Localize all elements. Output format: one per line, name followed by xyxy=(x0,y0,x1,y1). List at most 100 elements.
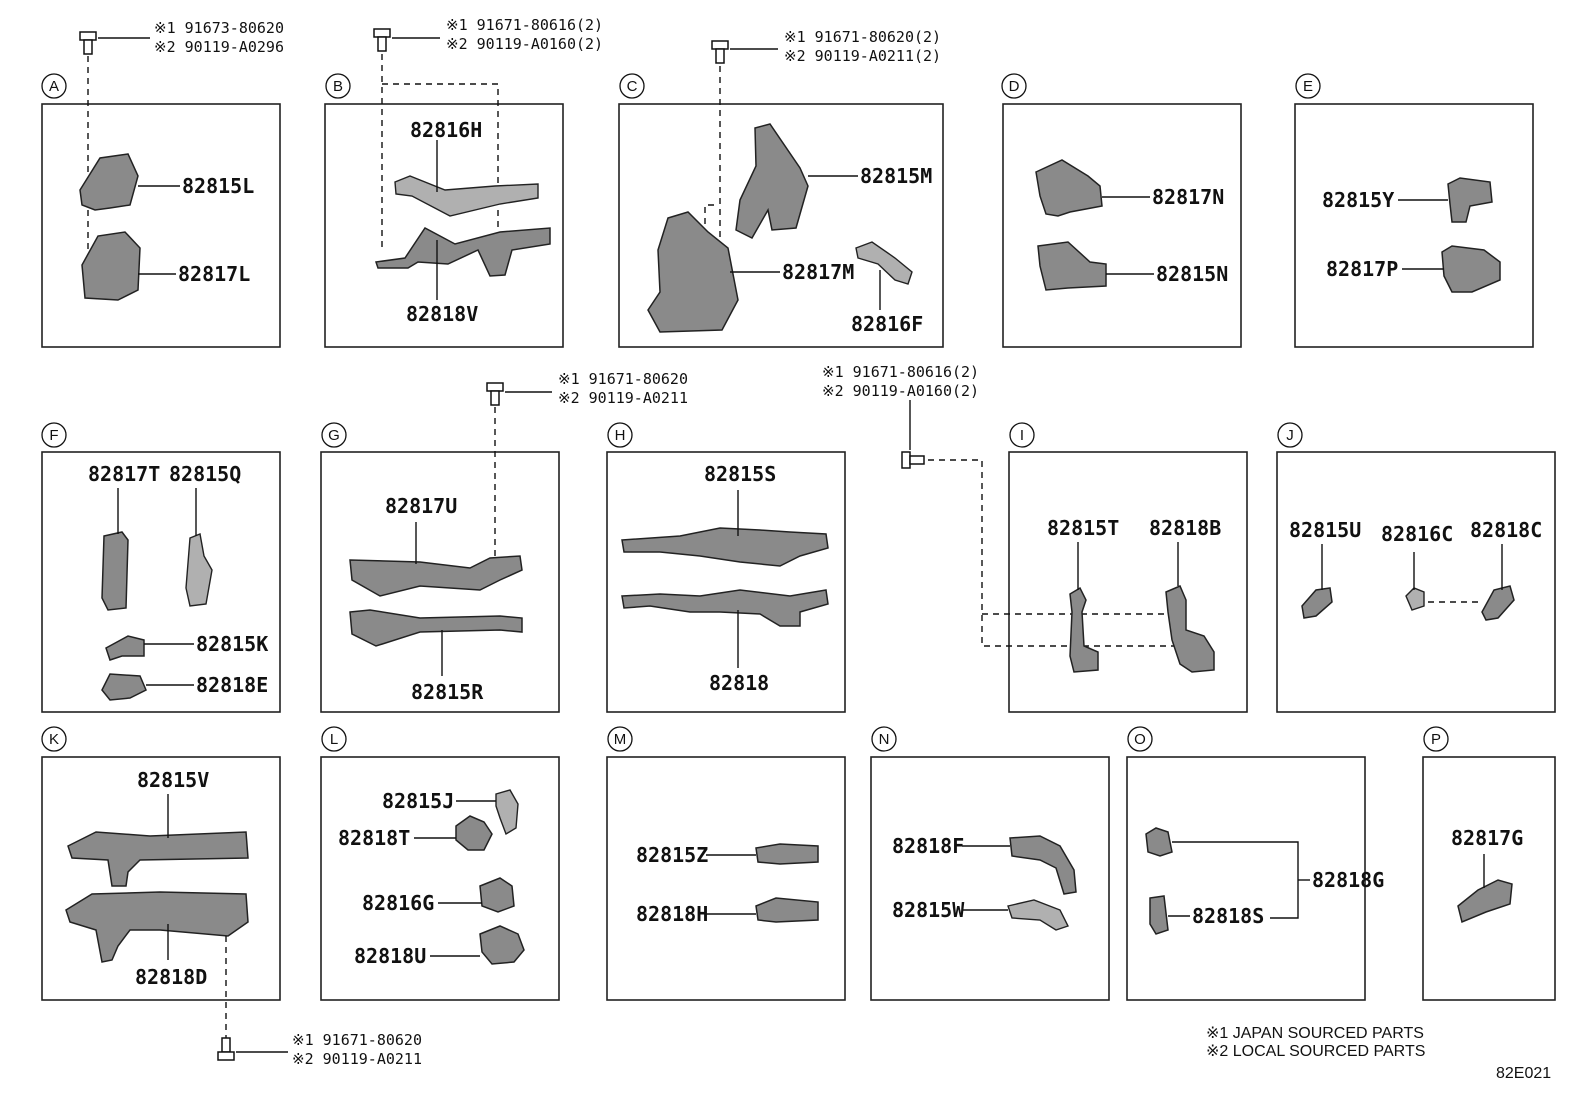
bracket-82817p-shape[interactable] xyxy=(1441,245,1501,293)
part-82815n-label: 82815N xyxy=(1156,262,1228,286)
section-k: K ※1 91671-80620 ※2 90119-A0211 82815V 8… xyxy=(41,726,422,1068)
part-82815m-label: 82815M xyxy=(860,164,932,188)
bracket-82815t-shape[interactable] xyxy=(1069,586,1099,673)
part-82818c-label: 82818C xyxy=(1470,518,1542,542)
part-82815j-label: 82815J xyxy=(382,789,454,813)
part-82818t-label: 82818T xyxy=(338,826,410,850)
bracket-82818-shape[interactable] xyxy=(621,589,829,627)
part-82818h-label: 82818H xyxy=(636,902,708,926)
bracket-82815w-shape[interactable] xyxy=(1007,899,1069,931)
bolt-icon[interactable] xyxy=(486,382,504,406)
part-82818u-label: 82818U xyxy=(354,944,426,968)
section-o-box xyxy=(1126,756,1366,1001)
bracket-82815k-shape[interactable] xyxy=(105,635,145,661)
bracket-82818e-shape[interactable] xyxy=(101,673,147,701)
bracket-82817m-shape[interactable] xyxy=(647,211,739,333)
part-82815w-label: 82815W xyxy=(892,898,965,922)
section-e-box xyxy=(1294,103,1534,348)
clip-82818g-shape[interactable] xyxy=(1145,827,1173,857)
bracket-82817l-shape[interactable] xyxy=(81,231,141,301)
bracket-82818d-shape[interactable] xyxy=(65,891,249,963)
bracket-82818v-shape[interactable] xyxy=(375,227,551,277)
section-a: A ※1 91673-80620 ※2 90119-A0296 82815L 8… xyxy=(41,19,284,348)
bracket-82815v-shape[interactable] xyxy=(67,831,249,887)
section-l-letter: L xyxy=(330,731,338,748)
bracket-82817u-shape[interactable] xyxy=(349,555,523,597)
bracket-82817t-shape[interactable] xyxy=(101,531,129,611)
bracket-82815y-shape[interactable] xyxy=(1447,177,1493,223)
fastener-c-line1: ※1 91671-80620(2) xyxy=(784,28,941,46)
bracket-82816c-shape[interactable] xyxy=(1405,587,1425,611)
bracket-82815n-shape[interactable] xyxy=(1037,241,1107,291)
clip-82818s-shape[interactable] xyxy=(1149,895,1169,935)
section-j-letter: J xyxy=(1286,427,1294,444)
note-local-sourced: ※2 LOCAL SOURCED PARTS xyxy=(1206,1043,1425,1060)
bracket-82815z-shape[interactable] xyxy=(755,843,819,865)
bracket-82817g-shape[interactable] xyxy=(1457,879,1513,924)
bracket-82815u-shape[interactable] xyxy=(1301,587,1333,619)
section-b: B ※1 91671-80616(2) ※2 90119-A0160(2) 82… xyxy=(324,16,603,348)
bolt-icon[interactable] xyxy=(711,40,729,64)
note-japan-sourced: ※1 JAPAN SOURCED PARTS xyxy=(1206,1025,1424,1042)
bracket-82815q-shape[interactable] xyxy=(185,533,213,607)
bracket-82815r-shape[interactable] xyxy=(349,609,523,647)
bracket-82816g-shape[interactable] xyxy=(479,877,515,913)
bolt-icon[interactable] xyxy=(79,31,97,55)
part-82817m-label: 82817M xyxy=(782,260,854,284)
section-h-letter: H xyxy=(615,427,626,444)
section-n-box xyxy=(870,756,1110,1001)
fastener-b-line1: ※1 91671-80616(2) xyxy=(446,16,603,34)
section-b-letter: B xyxy=(333,78,343,95)
part-82816h-label: 82816H xyxy=(410,118,482,142)
part-82818e-label: 82818E xyxy=(196,673,268,697)
fastener-i-line1: ※1 91671-80616(2) xyxy=(822,363,979,381)
bracket-82818u-shape[interactable] xyxy=(479,925,525,965)
section-m-letter: M xyxy=(614,731,627,748)
part-82818s-label: 82818S xyxy=(1192,904,1264,928)
part-82818d-label: 82818D xyxy=(135,965,207,989)
section-i-letter: I xyxy=(1020,427,1024,444)
section-m-box xyxy=(606,756,846,1001)
part-82815u-label: 82815U xyxy=(1289,518,1361,542)
section-m: M 82815Z 82818H xyxy=(606,726,846,1001)
part-82818v-label: 82818V xyxy=(406,302,478,326)
section-g: G ※1 91671-80620 ※2 90119-A0211 82817U 8… xyxy=(320,370,688,713)
section-d-box xyxy=(1002,103,1242,348)
part-82815s-label: 82815S xyxy=(704,462,776,486)
bolt-icon[interactable] xyxy=(373,28,391,52)
section-h: H 82815S 82818 xyxy=(606,422,846,713)
section-n-letter: N xyxy=(879,731,890,748)
bracket-82818f-shape[interactable] xyxy=(1009,835,1077,895)
section-p-letter: P xyxy=(1431,731,1441,748)
section-n: N 82818F 82815W xyxy=(870,726,1110,1001)
section-a-box xyxy=(41,103,281,348)
part-82818f-label: 82818F xyxy=(892,834,964,858)
section-j: J 82815U 82816C 82818C xyxy=(1276,422,1556,713)
bracket-82815j-shape[interactable] xyxy=(495,789,519,836)
section-h-box xyxy=(606,451,846,713)
bracket-82818b-shape[interactable] xyxy=(1165,585,1215,673)
section-f: F 82817T 82815Q 82815K 82818E xyxy=(41,422,281,713)
bracket-82816h-shape[interactable] xyxy=(394,175,539,217)
bracket-82816f-shape[interactable] xyxy=(855,241,913,285)
bracket-82818h-shape[interactable] xyxy=(755,897,819,923)
section-c: C ※1 91671-80620(2) ※2 90119-A0211(2) 82… xyxy=(618,28,944,348)
section-d: D 82817N 82815N xyxy=(1001,73,1242,348)
bolt-icon[interactable] xyxy=(901,451,925,469)
bracket-82818t-shape[interactable] xyxy=(455,815,493,851)
bracket-82815s-shape[interactable] xyxy=(621,527,829,567)
part-82816c-label: 82816C xyxy=(1381,522,1453,546)
bolt-icon[interactable] xyxy=(217,1037,235,1061)
part-82815k-label: 82815K xyxy=(196,632,268,656)
bracket-82815l-shape[interactable] xyxy=(79,153,139,211)
bracket-82818c-shape[interactable] xyxy=(1481,585,1515,621)
section-p: P 82817G xyxy=(1422,726,1556,1001)
section-i: I ※1 91671-80616(2) ※2 90119-A0160(2) 82… xyxy=(822,363,1248,713)
bracket-82815m-shape[interactable] xyxy=(735,123,809,239)
fastener-i-line2: ※2 90119-A0160(2) xyxy=(822,382,979,400)
section-e-letter: E xyxy=(1303,78,1313,95)
bracket-82817n-shape[interactable] xyxy=(1035,159,1103,217)
section-l-box xyxy=(320,756,560,1001)
section-a-letter: A xyxy=(49,78,59,95)
part-82816g-label: 82816G xyxy=(362,891,434,915)
